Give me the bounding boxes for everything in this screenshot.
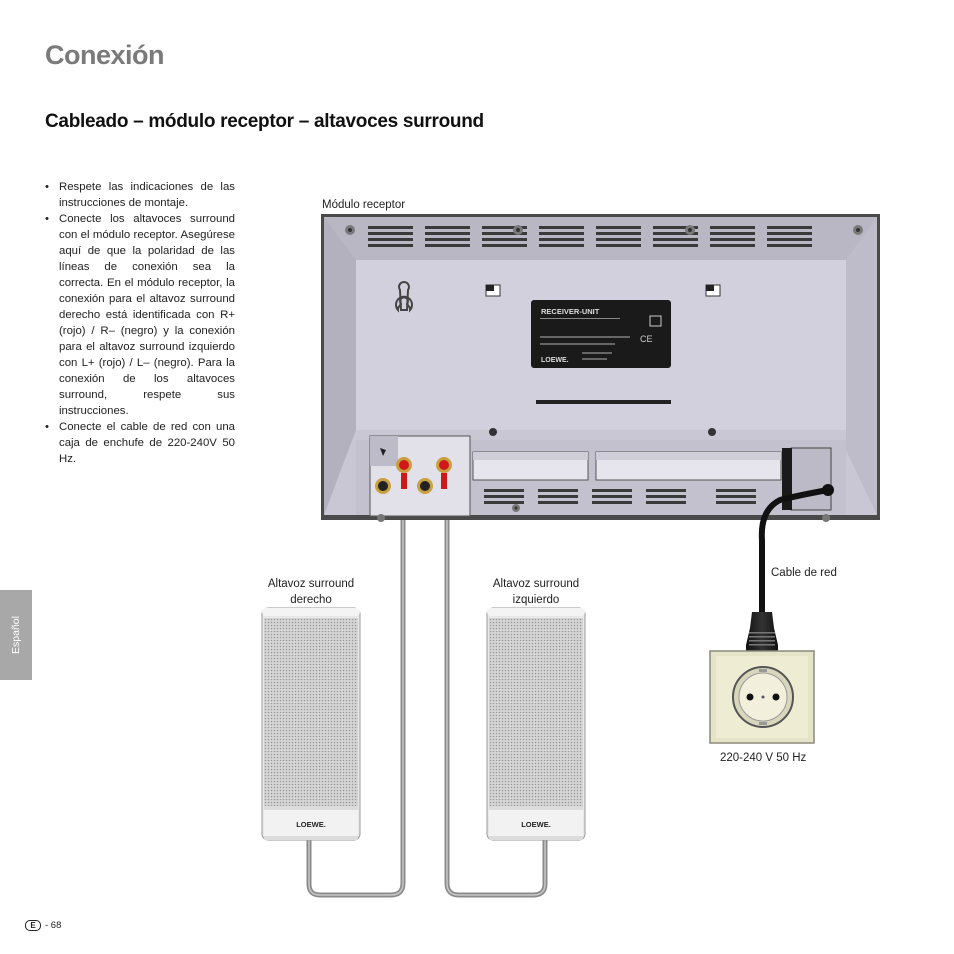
speaker-left: LOEWE. — [486, 607, 586, 841]
top-vents — [368, 226, 812, 247]
bottom-vents — [484, 489, 756, 504]
plate-brand: LOEWE. — [541, 357, 569, 364]
language-badge: E — [25, 920, 41, 931]
power-cable-label: Cable de red — [771, 567, 837, 579]
section-heading: Cableado – módulo receptor – altavoces s… — [45, 111, 484, 132]
speaker-cables-highlight — [308, 488, 546, 896]
plate-title: RECEIVER-UNIT — [541, 307, 600, 316]
svg-text:CE: CE — [640, 334, 653, 344]
receiver-unit: RECEIVER-UNIT LOEWE. CE — [321, 214, 880, 522]
terminal-r-plus — [396, 457, 412, 489]
speaker-left-label: Altavoz surround izquierdo — [492, 578, 580, 606]
terminal-l-plus — [436, 457, 452, 489]
instruction-list: Respete las indicaciones de las instrucc… — [45, 179, 235, 467]
instruction-item: Conecte los altavoces surround con el mó… — [45, 211, 235, 419]
language-tab: Español — [0, 590, 32, 680]
page-number: - 68 — [45, 920, 62, 931]
socket-voltage-label: 220-240 V 50 Hz — [720, 752, 807, 764]
receiver-label-plate — [531, 300, 671, 368]
instruction-item: Respete las indicaciones de las instrucc… — [45, 179, 235, 211]
receiver-label: Módulo receptor — [322, 199, 406, 211]
wall-socket — [709, 650, 815, 744]
instruction-item: Conecte el cable de red con una caja de … — [45, 419, 235, 467]
page-title: Conexión — [45, 40, 165, 70]
terminal-l-minus — [417, 478, 433, 494]
page-footer: E - 68 — [25, 920, 61, 931]
terminal-r-minus — [375, 478, 391, 494]
power-cable — [758, 487, 831, 615]
speaker-right-label: Altavoz surround derecho — [267, 578, 355, 606]
speaker-right-brand: LOEWE. — [296, 820, 326, 829]
speaker-right: LOEWE. — [261, 607, 361, 841]
speaker-left-brand: LOEWE. — [521, 820, 551, 829]
